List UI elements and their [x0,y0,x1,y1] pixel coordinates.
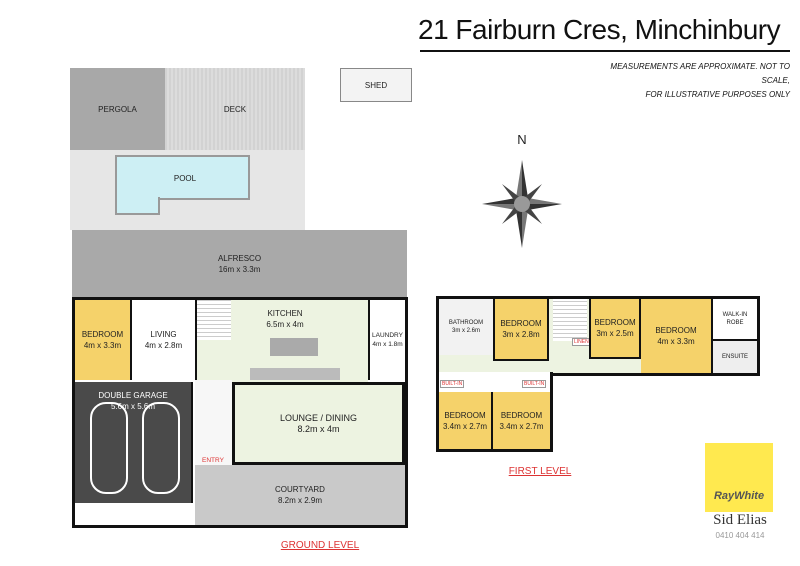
room-label: KITCHEN [267,309,303,318]
entry-label: ENTRY [202,457,224,464]
room-size: 3.4m x 2.7m [442,421,487,431]
compass-north-label: N [517,132,527,147]
alfresco-size: 16m x 3.3m [218,264,261,274]
room-size: 6.5m x 4m [266,320,304,329]
room-label: BEDROOM [500,319,542,328]
room-label: WALK-IN ROBE [722,312,748,326]
builtin-tag: BUILT-IN [440,380,465,388]
room-size: 3m x 2.6m [451,328,480,334]
ground-bedroom: BEDROOM 4m x 3.3m [75,300,132,380]
first-bedroom-1: BEDROOM 3m x 2.8m [493,299,549,361]
raywhite-logo: RayWhite [705,443,773,512]
kitchen-bench [250,368,340,380]
room-label: LAUNDRY [372,332,403,339]
room-size: 3m x 2.5m [596,329,634,338]
linen-tag: LINEN [572,338,591,346]
room-size: 3.4m x 2.7m [499,421,544,431]
room-label: LOUNGE / DINING [279,412,357,423]
room-label: BATHROOM [448,320,484,326]
shed: SHED [340,68,412,102]
room-size: 4m x 1.8m [372,341,403,348]
page-title: 21 Fairburn Cres, Minchinbury [418,14,781,45]
courtyard: COURTYARD 8.2m x 2.9m [195,465,405,525]
pool-label: POOL [173,174,197,183]
disclaimer-line: MEASUREMENTS ARE APPROXIMATE. NOT TO SCA… [610,62,790,85]
room-size: 5.6m x 5.6m [110,402,155,411]
room-size: 8.2m x 2.9m [277,496,322,505]
bathroom: BATHROOM 3m x 2.6m [439,299,493,355]
builtin-tag: BUILT-IN [522,380,547,388]
agent-name: Sid Elias [713,512,767,528]
pergola: PERGOLA [70,68,165,150]
laundry: LAUNDRY 4m x 1.8m [368,300,405,380]
title-underline [420,50,790,52]
disclaimer: MEASUREMENTS ARE APPROXIMATE. NOT TO SCA… [600,60,790,102]
walk-in-robe: WALK-IN ROBE [711,299,757,339]
pool-step [115,197,160,215]
first-bedroom-2: BEDROOM 3m x 2.5m [589,299,641,359]
room-size: 8.2m x 4m [297,423,340,434]
deck-label: DECK [223,104,247,114]
brand-label: RayWhite [713,490,765,502]
first-level-label: FIRST LEVEL [508,466,572,477]
stairs [197,300,231,340]
ground-level-label: GROUND LEVEL [280,540,360,551]
room-label: DOUBLE GARAGE [98,391,168,400]
room-size: 3m x 2.8m [502,330,540,339]
room-label: ENSUITE [721,353,748,360]
ground-hall [195,380,232,465]
disclaimer-line: FOR ILLUSTRATIVE PURPOSES ONLY [645,90,790,99]
first-bedroom-3: BEDROOM 4m x 3.3m [641,299,711,373]
pool [115,155,250,200]
room-size: 4m x 3.3m [657,337,695,346]
first-stairs [553,299,587,341]
room-label: BEDROOM [500,410,543,420]
room-label: BEDROOM [81,330,124,339]
alfresco-label: ALFRESCO [217,253,262,263]
car-icon [142,402,180,494]
room-size: 4m x 3.3m [83,341,122,350]
room-label: COURTYARD [275,485,325,494]
shed-label: SHED [364,80,388,90]
ground-lower-wall [75,503,195,525]
room-size: 4m x 2.8m [144,341,183,350]
kitchen-island [270,338,318,356]
room-label: BEDROOM [655,326,697,335]
deck: DECK [165,68,305,150]
kitchen-label: KITCHEN 6.5m x 4m [245,308,325,330]
pergola-label: PERGOLA [98,104,137,114]
ensuite: ENSUITE [711,339,757,373]
room-label: BEDROOM [594,318,636,327]
room-label: LIVING [150,330,177,339]
car-icon [90,402,128,494]
agent-phone: 0410 404 414 [715,531,765,540]
compass-icon [482,160,562,248]
living: LIVING 4m x 2.8m [132,300,195,380]
room-label: BEDROOM [444,410,486,420]
